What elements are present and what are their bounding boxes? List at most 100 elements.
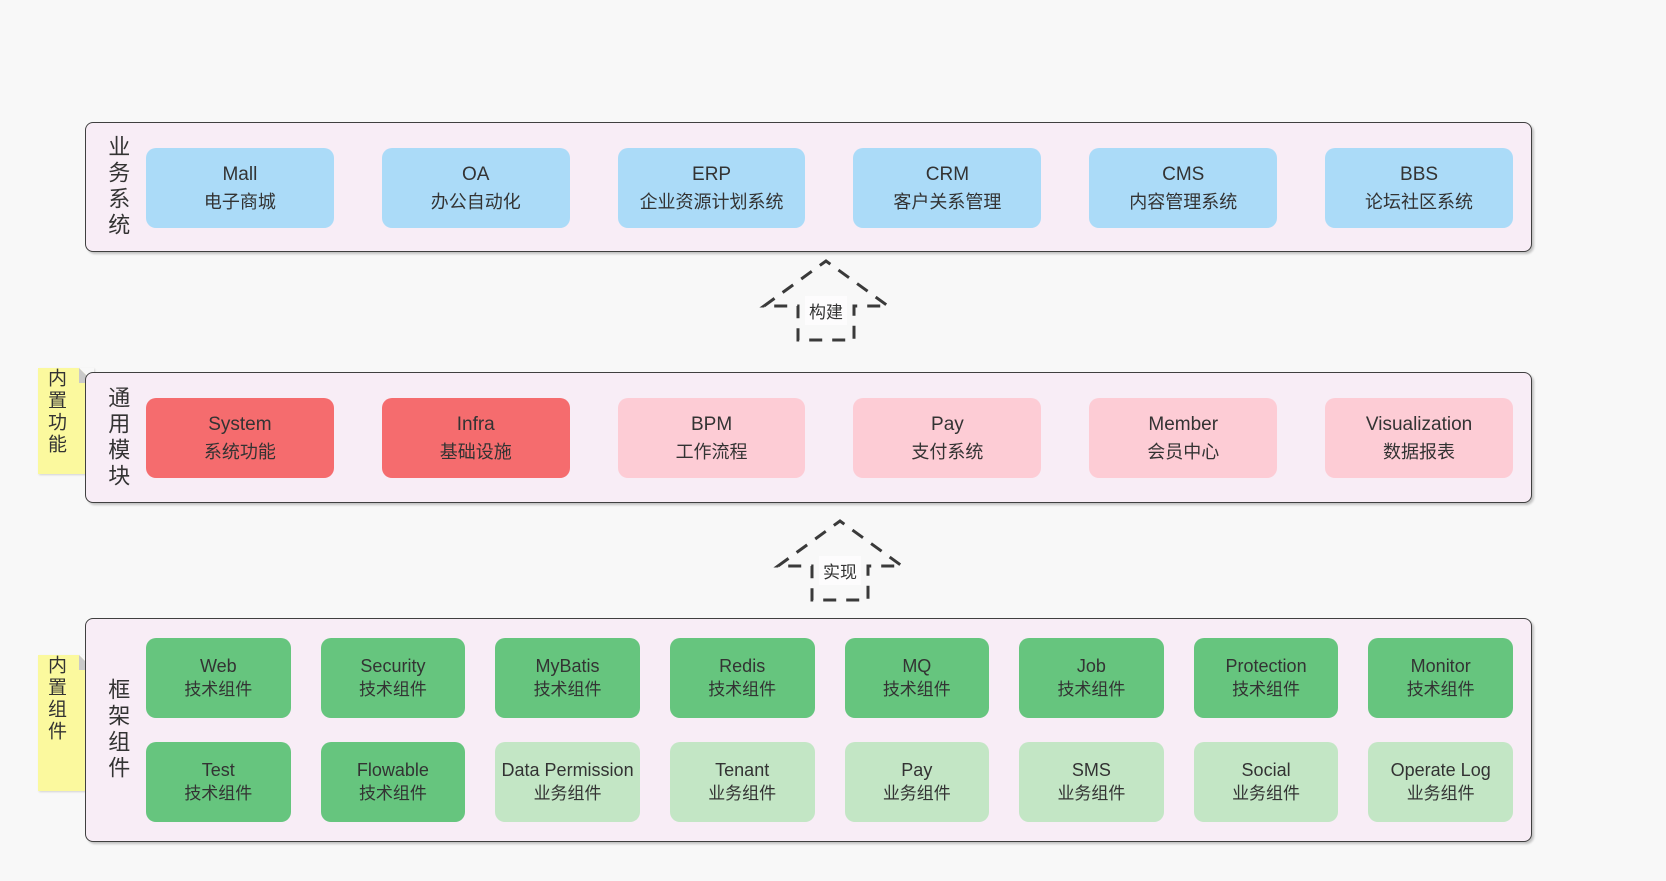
box-system-desc: 系统功能 [203,441,276,462]
box-security-name: Security [360,656,426,677]
box-flowable-desc: 技术组件 [358,783,427,803]
box-redis: Redis 技术组件 [669,638,815,718]
common-modules-row: System 系统功能 Infra 基础设施 BPM 工作流程 Pay 支付系统… [146,398,1513,478]
box-erp-desc: 企业资源计划系统 [639,191,784,212]
box-bpm: BPM 工作流程 [617,398,806,478]
box-web: Web 技术组件 [146,638,291,718]
box-mybatis-name: MyBatis [535,656,600,677]
box-job: Job 技术组件 [1019,638,1164,718]
framework-components-side-label: 框架组件 [105,678,131,782]
box-mq-desc: 技术组件 [882,679,951,699]
box-job-name: Job [1076,656,1106,677]
box-tenant-desc: 业务组件 [708,783,777,803]
box-protection: Protection 技术组件 [1193,638,1339,718]
box-monitor-name: Monitor [1410,656,1471,677]
box-data-permission-desc: 业务组件 [533,783,602,803]
box-bpm-name: BPM [690,414,733,436]
box-job-desc: 技术组件 [1057,679,1126,699]
box-infra-desc: 基础设施 [439,441,512,462]
box-social: Social 业务组件 [1193,742,1339,822]
common-modules-container: 通用模块 System 系统功能 Infra 基础设施 BPM 工作流程 Pay… [85,372,1532,503]
box-mq: MQ 技术组件 [844,638,990,718]
box-system-name: System [208,414,272,436]
box-mall-desc: 电子商城 [203,191,276,212]
box-infra-name: Infra [456,414,495,436]
box-tenant: Tenant 业务组件 [669,742,815,822]
up-arrow-icon [759,259,893,342]
box-redis-desc: 技术组件 [708,679,777,699]
box-crm-desc: 客户关系管理 [893,191,1002,212]
box-oa-name: OA [462,164,490,186]
sticky-note-built-in-features-text: 内置功能 [45,368,66,456]
box-monitor-desc: 技术组件 [1406,679,1475,699]
box-operate-log: Operate Log 业务组件 [1368,742,1513,822]
build-arrow-label: 构建 [805,296,847,325]
box-data-permission: Data Permission 业务组件 [495,742,640,822]
box-bbs-desc: 论坛社区系统 [1365,191,1474,212]
box-data-permission-name: Data Permission [501,760,634,781]
framework-components-row-1: Web 技术组件 Security 技术组件 MyBatis 技术组件 Redi… [146,638,1513,718]
implement-arrow: 实现 [772,516,908,604]
box-test: Test 技术组件 [146,742,291,822]
box-visualization-desc: 数据报表 [1383,441,1456,462]
box-test-name: Test [201,760,235,781]
framework-components-container: 框架组件 Web 技术组件 Security 技术组件 MyBatis 技术组件… [85,618,1532,842]
common-modules-side-label: 通用模块 [105,385,131,490]
box-visualization: Visualization 数据报表 [1325,398,1513,478]
box-member-name: Member [1148,414,1219,436]
box-cms: CMS 内容管理系统 [1089,148,1278,228]
box-flowable: Flowable 技术组件 [320,742,466,822]
implement-arrow-label: 实现 [819,556,861,585]
build-arrow: 构建 [758,256,894,344]
box-crm-name: CRM [925,164,970,186]
box-erp-name: ERP [692,164,732,186]
box-sms: SMS 业务组件 [1019,742,1164,822]
box-pay-module: Pay 支付系统 [853,398,1042,478]
business-systems-row: Mall 电子商城 OA 办公自动化 ERP 企业资源计划系统 CRM 客户关系… [146,148,1513,228]
business-systems-side-label: 业务系统 [105,135,131,239]
box-test-desc: 技术组件 [184,783,253,803]
sticky-note-built-in-components-text: 内置组件 [45,655,66,743]
box-flowable-name: Flowable [356,760,429,781]
box-system: System 系统功能 [146,398,334,478]
box-member-desc: 会员中心 [1147,441,1220,462]
box-pay-component-desc: 业务组件 [882,783,951,803]
box-social-name: Social [1241,760,1291,781]
box-crm: CRM 客户关系管理 [853,148,1042,228]
box-mq-name: MQ [902,656,932,677]
box-member: Member 会员中心 [1089,398,1278,478]
box-erp: ERP 企业资源计划系统 [617,148,806,228]
box-infra: Infra 基础设施 [381,398,570,478]
box-cms-name: CMS [1162,164,1205,186]
framework-components-row-2: Test 技术组件 Flowable 技术组件 Data Permission … [146,742,1513,822]
box-cms-desc: 内容管理系统 [1129,191,1238,212]
box-security: Security 技术组件 [320,638,466,718]
box-pay-module-name: Pay [931,414,964,436]
box-oa-desc: 办公自动化 [430,191,521,212]
box-tenant-name: Tenant [715,760,770,781]
box-operate-log-desc: 业务组件 [1406,783,1475,803]
box-bpm-desc: 工作流程 [675,441,748,462]
box-protection-name: Protection [1225,656,1307,677]
box-mall-name: Mall [222,164,258,186]
box-mall: Mall 电子商城 [146,148,334,228]
box-mybatis-desc: 技术组件 [533,679,602,699]
box-pay-module-desc: 支付系统 [911,441,984,462]
box-protection-desc: 技术组件 [1232,679,1301,699]
box-bbs: BBS 论坛社区系统 [1325,148,1513,228]
box-web-name: Web [199,656,237,677]
box-sms-desc: 业务组件 [1057,783,1126,803]
box-pay-component-name: Pay [901,760,933,781]
box-social-desc: 业务组件 [1232,783,1301,803]
box-pay-component: Pay 业务组件 [844,742,990,822]
box-mybatis: MyBatis 技术组件 [495,638,640,718]
business-systems-container: 业务系统 Mall 电子商城 OA 办公自动化 ERP 企业资源计划系统 CRM… [85,122,1532,252]
box-bbs-name: BBS [1400,164,1439,186]
box-sms-name: SMS [1071,760,1111,781]
box-monitor: Monitor 技术组件 [1368,638,1513,718]
box-oa: OA 办公自动化 [381,148,570,228]
box-visualization-name: Visualization [1365,414,1473,436]
box-security-desc: 技术组件 [358,679,427,699]
box-operate-log-name: Operate Log [1390,760,1491,781]
